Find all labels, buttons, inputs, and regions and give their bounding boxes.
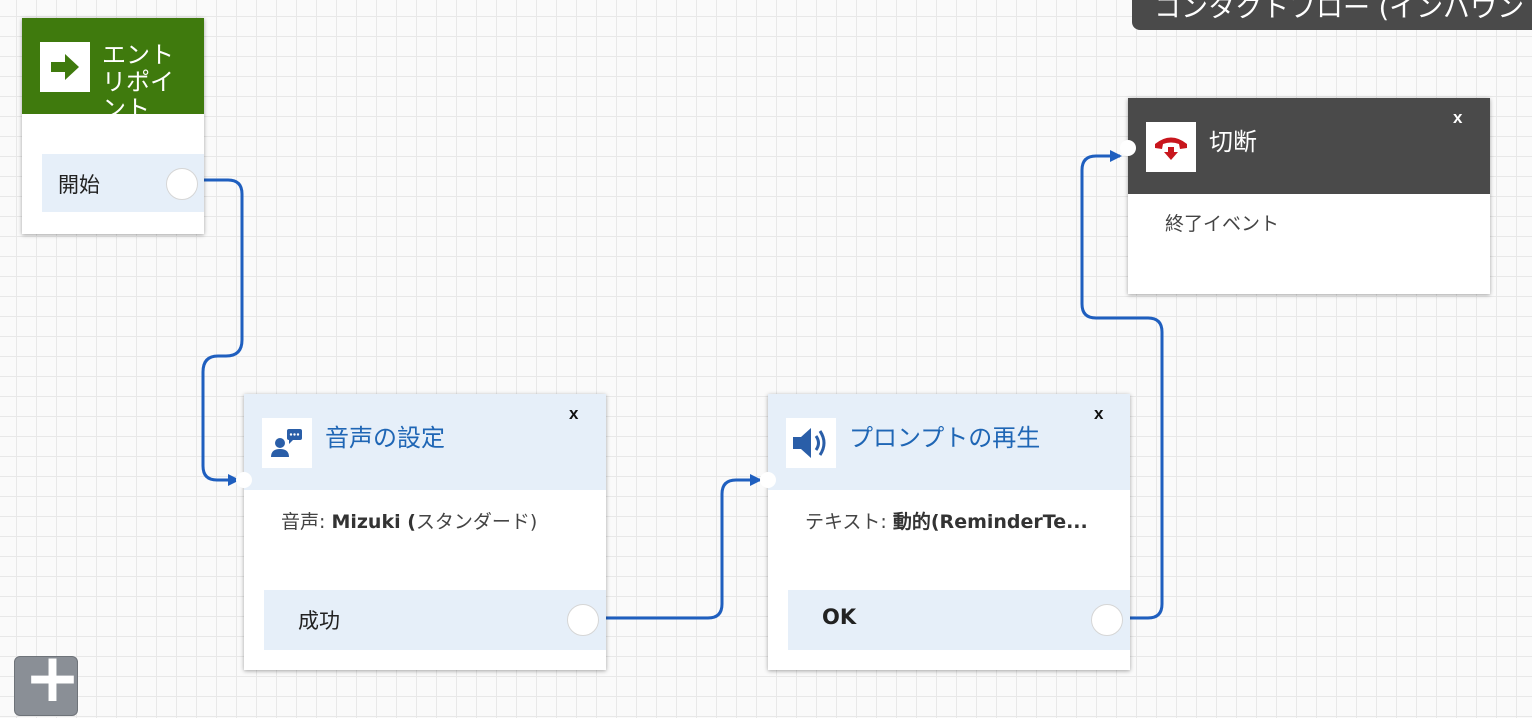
output-port-start[interactable]	[166, 168, 198, 200]
input-port-play-prompt[interactable]	[760, 472, 776, 488]
disconnect-header: 切断 x	[1128, 98, 1490, 194]
close-button[interactable]: x	[1453, 108, 1463, 127]
output-port-success[interactable]	[567, 604, 599, 636]
set-voice-block[interactable]: 音声の設定 x 音声: Mizuki (スタンダード) 成功	[236, 394, 606, 670]
entry-point-block[interactable]: エントリポイント 開始	[22, 18, 204, 234]
close-button[interactable]: x	[1094, 404, 1104, 423]
speech-person-icon	[262, 418, 312, 468]
close-button[interactable]: x	[569, 404, 579, 423]
disconnect-description: 終了イベント	[1165, 213, 1280, 235]
disconnect-block[interactable]: 切断 x 終了イベント	[1120, 98, 1490, 294]
zoom-in-button[interactable]: +	[14, 645, 81, 716]
play-prompt-block[interactable]: プロンプトの再生 x テキスト: 動的(ReminderTe... OK	[760, 394, 1130, 670]
disconnect-title: 切断	[1209, 128, 1257, 156]
input-port-set-voice[interactable]	[236, 472, 252, 488]
entry-point-title: エントリポイント	[102, 41, 174, 115]
branch-ok: OK	[788, 590, 1130, 650]
set-voice-header: 音声の設定 x	[244, 394, 606, 490]
play-prompt-title: プロンプトの再生	[849, 424, 1041, 452]
branch-success: 成功	[264, 590, 606, 650]
branch-ok-label: OK	[822, 605, 857, 629]
set-voice-description: 音声: Mizuki (スタンダード)	[281, 511, 538, 533]
link-prompt-to-disconnect[interactable]	[1080, 150, 1164, 620]
hang-up-phone-icon	[1146, 122, 1196, 172]
play-prompt-header: プロンプトの再生 x	[768, 394, 1130, 490]
branch-start-label: 開始	[58, 173, 100, 197]
connection-lines	[198, 150, 1164, 620]
arrow-right-icon	[40, 42, 90, 92]
speaker-icon	[786, 418, 836, 468]
set-voice-title: 音声の設定	[325, 424, 445, 452]
branch-success-label: 成功	[298, 609, 340, 633]
input-port-disconnect[interactable]	[1120, 140, 1136, 156]
flow-name-bar: コンタクトフロー (インバウンド)	[1132, 0, 1532, 30]
play-prompt-description: テキスト: 動的(ReminderTe...	[805, 511, 1088, 533]
entry-point-header: エントリポイント	[22, 18, 204, 114]
output-port-ok[interactable]	[1091, 604, 1123, 636]
link-entry-to-set-voice[interactable]	[198, 178, 244, 486]
flow-name-text: コンタクトフロー (インバウンド)	[1154, 0, 1532, 24]
plus-icon: +	[24, 639, 81, 718]
link-set-voice-to-prompt[interactable]	[598, 474, 762, 620]
